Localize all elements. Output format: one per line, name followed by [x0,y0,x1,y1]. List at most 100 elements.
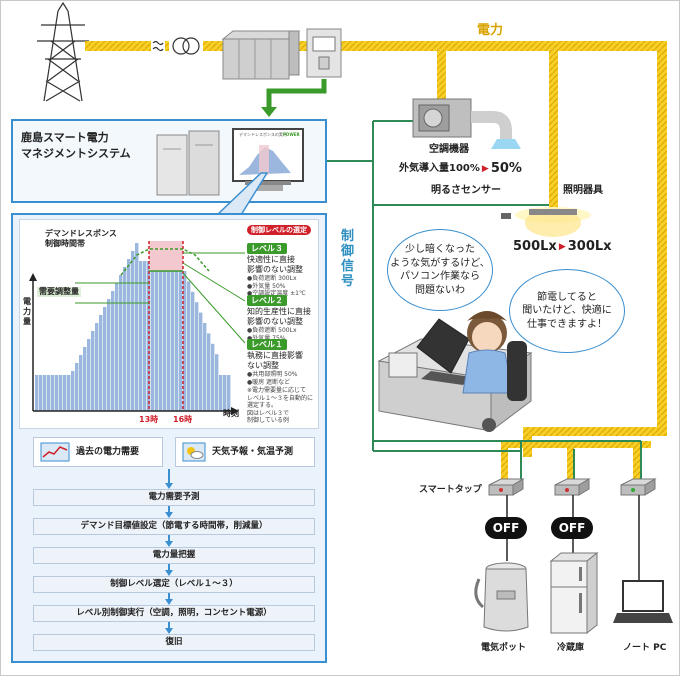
electric-meter-icon [306,28,342,78]
weather-label: 天気予報・気温予測 [212,446,294,457]
power-line-right [657,46,667,436]
speech-bubble-worker: 少し暗くなった ような気がするけど、 パソコン作業なら 問題ないわ [387,229,493,311]
demand-chart [29,241,246,415]
arrow-right-icon: ▶ [558,241,566,252]
input-past-demand: 過去の電力需要 [33,437,163,467]
switchgear-icon [221,30,301,80]
original-demand-curve [120,248,210,276]
transmission-tower-icon [37,1,89,102]
demand-bar [91,331,95,411]
aircon-label: 空調機器 [429,144,469,155]
level-header: 制御レベルの選定 [247,225,311,236]
demand-bar [119,275,123,411]
demand-bar [67,375,71,411]
system-title-line2: マネジメントシステム [21,147,131,160]
demand-bar [159,271,163,411]
demand-bar [95,323,99,411]
demand-bar [79,355,83,411]
demand-bar [179,271,183,411]
smart-tap-label: スマートタップ [419,485,482,495]
demand-bar [51,375,55,411]
demand-bar [191,291,195,411]
aircon-intake-before: 外気導入量100% [399,162,480,174]
off-badge-fridge: OFF [551,517,593,539]
y-axis-label: 電力量 [23,297,31,326]
light-sensor-label: 明るさセンサー [431,185,501,196]
demand-bar [187,281,191,411]
air-conditioner-icon [412,98,521,149]
level-1-desc: 執務に直接影響 ない調整 [247,351,303,370]
level-2-tag: レベル２ [247,295,287,306]
demand-bar [211,343,215,411]
dr-label-line2: 制御時間帯 [45,239,85,248]
demand-bar [227,375,231,411]
step-restore: 復旧 [33,634,315,651]
zoom-connector [215,172,269,216]
power-branch-lighting [549,46,558,214]
step-execute: レベル別制御実行（空調，照明，コンセント電源） [33,605,315,622]
lux-change: 500Lx ▶ 300Lx [513,239,612,255]
system-header-panel: 鹿島スマート電力 マネジメントシステム デマンドレスポンスの実行 POWER [11,119,327,203]
aircon-intake: 外気導入量100% ▶ 50% [399,161,522,177]
demand-bar [111,291,115,411]
level-3-desc: 快適性に直接 影響のない調整 [247,255,303,274]
input-weather: 天気予報・気温予測 [175,437,315,467]
demand-bar [183,271,187,411]
level-3-tag: レベル３ [247,243,287,254]
dr-band [149,241,183,271]
demand-bar [107,299,111,411]
monitor-caption: デマンドレスポンスの実行 [239,132,287,137]
power-line-main [85,41,667,51]
demand-bar [35,375,39,411]
aircon-intake-after: 50% [490,161,522,176]
monitor-badge: POWER [283,132,300,137]
device-label-pot: 電気ポット [481,643,527,653]
device-label-fridge: 冷蔵庫 [557,643,585,653]
smart-tap-icon [620,478,657,496]
power-line-bottom [523,427,667,436]
light-fixture-icon [501,207,591,237]
demand-bar [143,261,147,411]
step-forecast: 電力需要予測 [33,489,315,506]
demand-bar [215,354,219,411]
demand-bar [59,375,63,411]
step-target-setting: デマンド目標値設定（節電する時間帯，削減量） [33,518,315,535]
demand-bar [71,371,75,411]
graph-icon [40,442,70,462]
demand-bar [83,347,87,411]
adjust-label: 需要調整量 [37,287,81,297]
system-title-line1: 鹿島スマート電力 [21,131,109,144]
demand-bar [75,363,79,411]
end-time-label: 16時 [173,415,193,424]
smart-tap-icon [488,478,525,496]
demand-bar [171,271,175,411]
demand-bar [203,323,207,411]
weather-icon [182,442,206,462]
demand-bar [123,267,127,411]
start-time-label: 13時 [139,415,159,424]
step-level-select: 制御レベル選定（レベル１～３） [33,576,315,593]
demand-bar [163,271,167,411]
demand-bar [63,375,67,411]
dr-label-line1: デマンドレスポンス [45,229,117,238]
office-worker-illustration [377,311,533,432]
speech-bubble-colleague: 節電してると 聞いたけど、快適に 仕事できますよ！ [509,269,625,353]
demand-bar [155,271,159,411]
refrigerator-icon [549,551,599,635]
demand-bar [99,315,103,411]
electric-pot-icon [474,562,529,632]
level-1-subs: ●共用部照明 50% ●暖房 遮断など [247,371,298,386]
level-1-tag: レベル１ [247,339,287,350]
arrow-right-icon: ▶ [481,163,489,174]
demand-bar [151,271,155,411]
control-signal-label: 制御信号 [341,229,355,289]
power-branch-aircon [437,46,446,106]
demand-bar [87,339,91,411]
off-badge-pot: OFF [485,517,527,539]
demand-bar [207,333,211,411]
demand-bar [103,307,107,411]
lighting-label: 照明器具 [563,185,603,196]
demand-bar [223,375,227,411]
transformer-icon [151,35,203,57]
step-measure: 電力量把握 [33,547,315,564]
